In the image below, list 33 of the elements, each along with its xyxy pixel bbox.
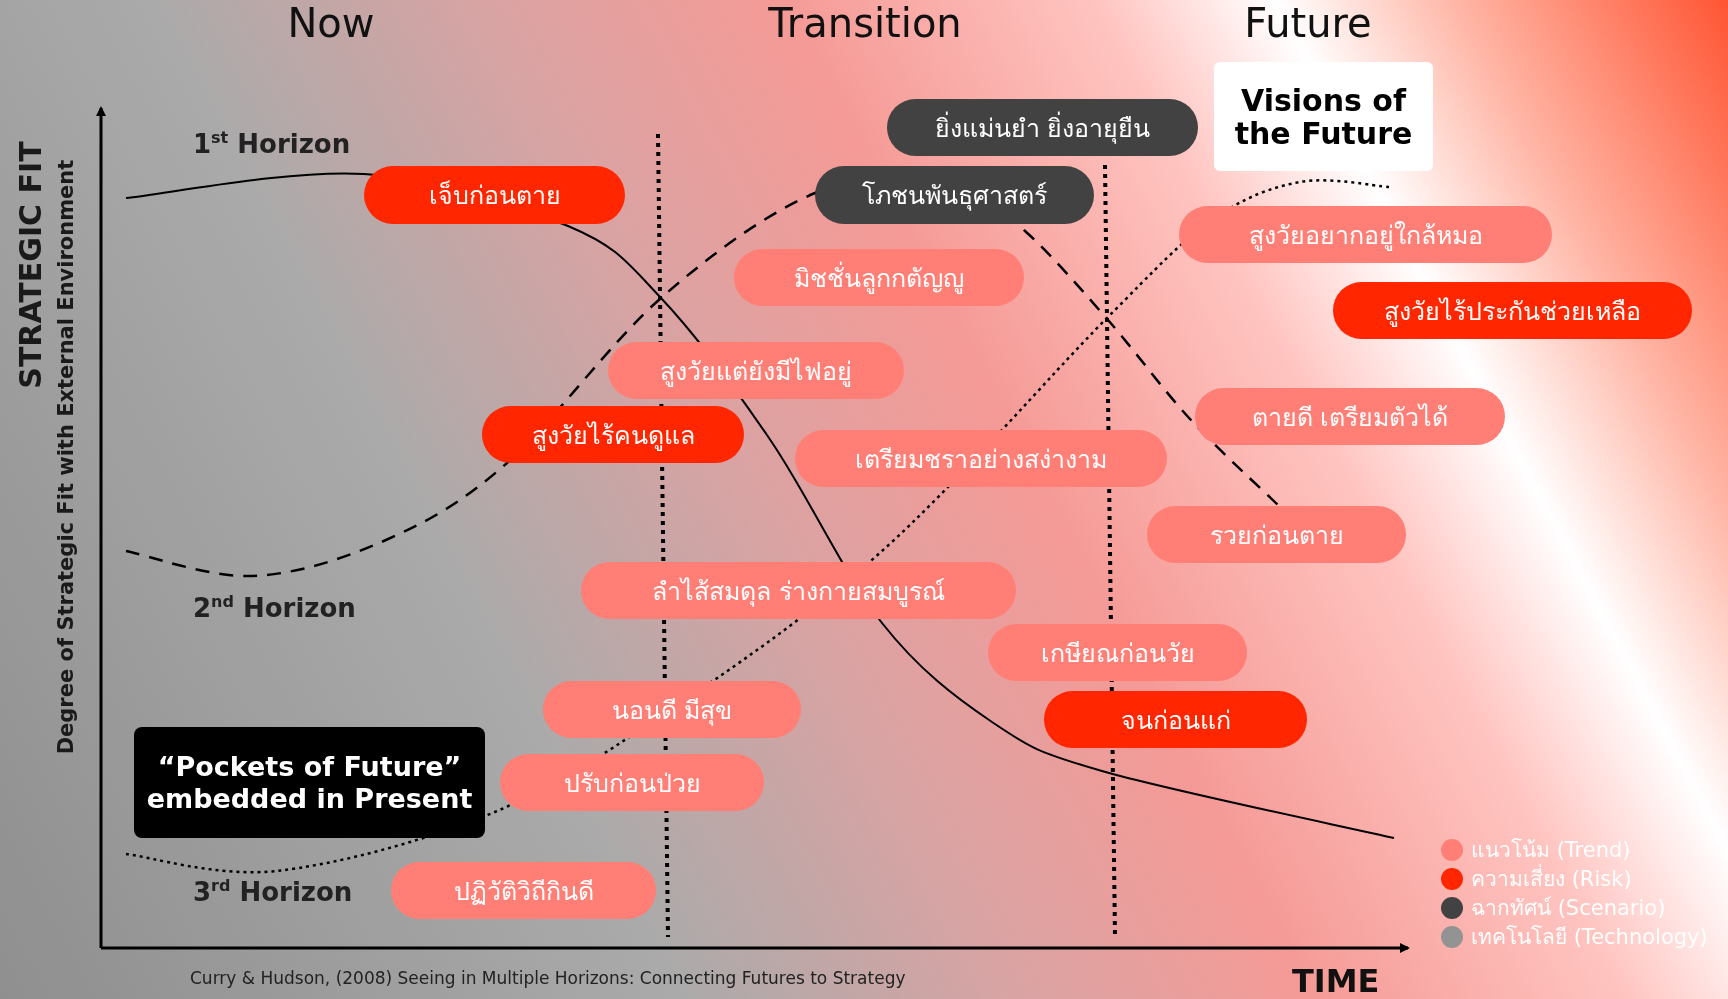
risk-pill: จนก่อนแก่ [1044, 691, 1307, 748]
legend-label: ความเสี่ยง (Risk) [1471, 862, 1632, 895]
trend-pill: ลำไส้สมดุล ร่างกายสมบูรณ์ [581, 562, 1016, 619]
section-heading: Future [1244, 0, 1372, 46]
legend-label: เทคโนโลยี (Technology) [1471, 924, 1708, 951]
section-heading: Transition [768, 0, 962, 46]
trend-pill: มิชชั่นลูกกตัญญู [734, 249, 1024, 306]
trend-pill: ตายดี เตรียมตัวได้ [1195, 388, 1505, 445]
callout-box: “Pockets of Future” embedded in Present [134, 727, 485, 838]
axis-label: STRATEGIC FIT [12, 141, 48, 389]
risk-pill: สูงวัยไร้ประกันช่วยเหลือ [1333, 282, 1692, 339]
axis-label: Degree of Strategic Fit with External Environment [54, 159, 78, 755]
trend-pill: สูงวัยแต่ยังมีไฟอยู่ [608, 342, 904, 399]
trend-pill: รวยก่อนตาย [1147, 506, 1406, 563]
trend-pill: ปฏิวัติวิถีกินดี [391, 862, 656, 919]
horizon-label: 3$^{rd}$ Horizon [193, 876, 353, 907]
trend-pill: เตรียมชราอย่างสง่างาม [795, 430, 1167, 487]
horizon-label: 1$^{st}$ Horizon [193, 128, 351, 159]
legend-label: ฉากทัศน์ (Scenario) [1471, 895, 1666, 922]
trend-pill: สูงวัยอยากอยู่ใกล้หมอ [1179, 206, 1552, 263]
axis-label: TIME [1292, 962, 1380, 999]
trend-pill: ปรับก่อนป่วย [500, 754, 764, 811]
title-card: Visions of the Future [1214, 62, 1433, 171]
section-heading: Now [287, 0, 375, 46]
scenario-pill: ยิ่งแม่นยำ ยิ่งอายุยืน [887, 99, 1198, 156]
risk-pill: เจ็บก่อนตาย [364, 166, 625, 224]
citation: Curry & Hudson, (2008) Seeing in Multiple Horizons: Connecting Futures to Strategy [190, 968, 906, 988]
horizon-label: 2$^{nd}$ Horizon [193, 592, 356, 623]
scenario-pill: โภชนพันธุศาสตร์ [815, 166, 1094, 224]
trend-pill: เกษียณก่อนวัย [988, 624, 1247, 681]
risk-pill: สูงวัยไร้คนดูแล [482, 406, 744, 463]
legend-label: แนวโน้ม (Trend) [1471, 837, 1631, 864]
trend-pill: นอนดี มีสุข [543, 681, 801, 738]
